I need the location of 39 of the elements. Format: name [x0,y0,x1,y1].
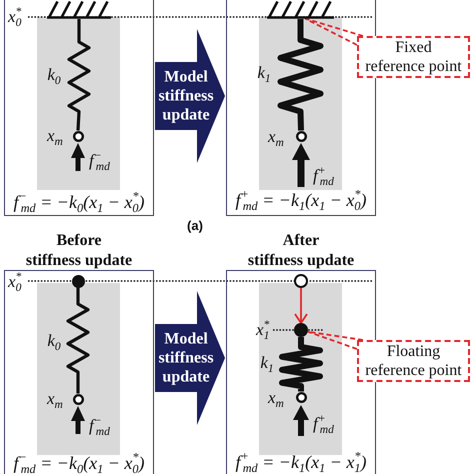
leader-line [304,18,364,46]
spring [66,288,90,394]
spring [67,19,91,131]
solid-dot [294,323,308,337]
arrow [294,288,308,325]
panel-heading: Before stiffness update [26,231,132,271]
leader-line [306,330,364,350]
edge-label: Model stiffness update [158,68,214,124]
equation: f$^{−}$$_{md}$ = −k$_{0}$(x$_{1}$ − x$^{*}$$_{0}$) [14,191,144,213]
spring [279,337,323,392]
edge-label: k$_{1}$ [257,62,271,84]
hollow-circle [296,392,306,402]
solid-dot [72,274,84,288]
edge-label: k$_{0}$ [47,330,61,352]
panel-heading: After stiffness update [248,231,354,271]
ground-hatch [267,0,334,19]
block-arrow [155,291,225,425]
hollow-circle [72,130,84,142]
edge-label: k$_{1}$ [260,352,274,374]
hollow-circle [72,394,84,404]
symbol-label: x$_{m}$ [47,388,63,410]
edge-label: k$_{0}$ [47,64,61,86]
equation: f$^{+}$$_{md}$ = −k$_{1}$(x$_{1}$ − x$^{*}$$_{1}$) [236,451,366,473]
symbol-label: x$_{m}$ [268,387,284,409]
subfigure-label: (a) [187,218,203,233]
callout-text: Floating reference point [365,342,462,380]
symbol-label: x$_{m}$ [47,125,63,147]
equation: f$^{+}$$_{md}$ = −k$_{1}$(x$_{1}$ − x$^{*}$$_{0}$) [236,189,366,211]
equation: f$^{−}$$_{md}$ = −k$_{0}$(x$_{1}$ − x$^{*}$$_{0}$) [14,452,144,474]
symbol-label: x$_{m}$ [268,126,284,148]
spring [278,19,324,131]
callout-text: Fixed reference point [365,38,462,76]
callout-box [357,340,470,382]
block-arrow [155,29,225,163]
edge-label: Model stiffness update [158,330,214,386]
callout-box [357,36,470,78]
ground-hatch [47,0,111,19]
hollow-circle [296,130,306,142]
hollow-circle [294,274,308,288]
